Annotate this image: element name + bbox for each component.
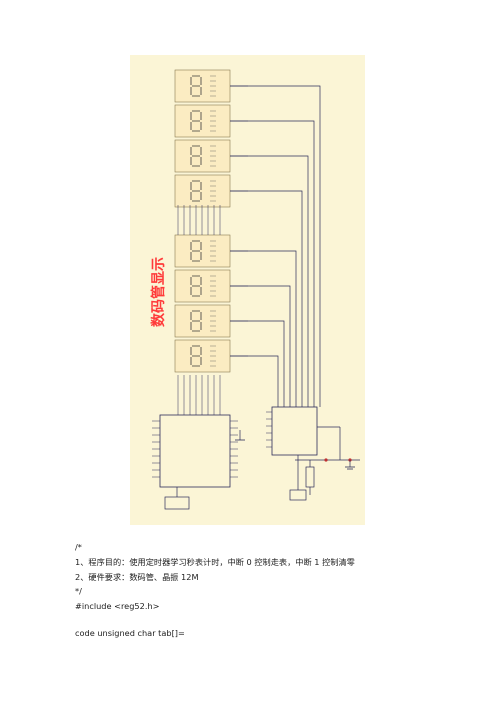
segment-bus-wires — [177, 205, 221, 415]
segment-strokes — [190, 110, 202, 132]
segment-strokes — [190, 240, 202, 262]
comment-line-2: 2、硬件要求：数码管、晶振 12M — [75, 571, 199, 582]
seven-segment-displays — [174, 69, 248, 373]
segment-strokes — [190, 180, 202, 202]
latch-chip-pins — [152, 420, 238, 478]
segment-strokes — [190, 75, 202, 97]
schematic-background — [130, 55, 365, 525]
select-wire — [230, 320, 285, 407]
comment-open: /* — [75, 542, 82, 552]
digit-select-wires — [230, 85, 321, 407]
digit-module — [174, 69, 231, 103]
decoder-chip — [271, 406, 318, 456]
select-wire — [230, 120, 315, 407]
select-wire — [230, 85, 321, 407]
circuit-schematic: 数码管显示 — [130, 55, 365, 525]
comment-close: */ — [75, 586, 82, 597]
digit-module — [174, 304, 231, 338]
digit-module — [174, 339, 231, 373]
decoder-chip-pins — [266, 411, 272, 448]
segment-strokes — [190, 145, 202, 167]
segment-strokes — [190, 310, 202, 332]
source-code-block: /* 1、程序目的：使用定时器学习秒表计时，中断 0 控制走表，中断 1 控制清… — [75, 540, 455, 641]
latch-chip — [159, 414, 231, 488]
include-line: #include <reg52.h> — [75, 601, 160, 612]
digit-module — [174, 234, 231, 268]
segment-strokes — [190, 345, 202, 367]
select-wire — [230, 250, 297, 407]
comment-line-1: 1、程序目的：使用定时器学习秒表计时，中断 0 控制走表，中断 1 控制清零 — [75, 556, 355, 567]
array-declaration: code unsigned char tab[]= — [75, 627, 185, 638]
select-wire — [230, 355, 279, 407]
schematic-title: 数码管显示 — [150, 257, 167, 327]
select-wire — [230, 190, 303, 407]
select-wire — [230, 285, 291, 407]
digit-module — [174, 174, 231, 208]
select-wire — [230, 155, 309, 407]
segment-strokes — [190, 275, 202, 297]
digit-module — [174, 139, 231, 173]
digit-module — [174, 269, 231, 303]
digit-module — [174, 104, 231, 138]
junction-dot — [324, 458, 328, 462]
